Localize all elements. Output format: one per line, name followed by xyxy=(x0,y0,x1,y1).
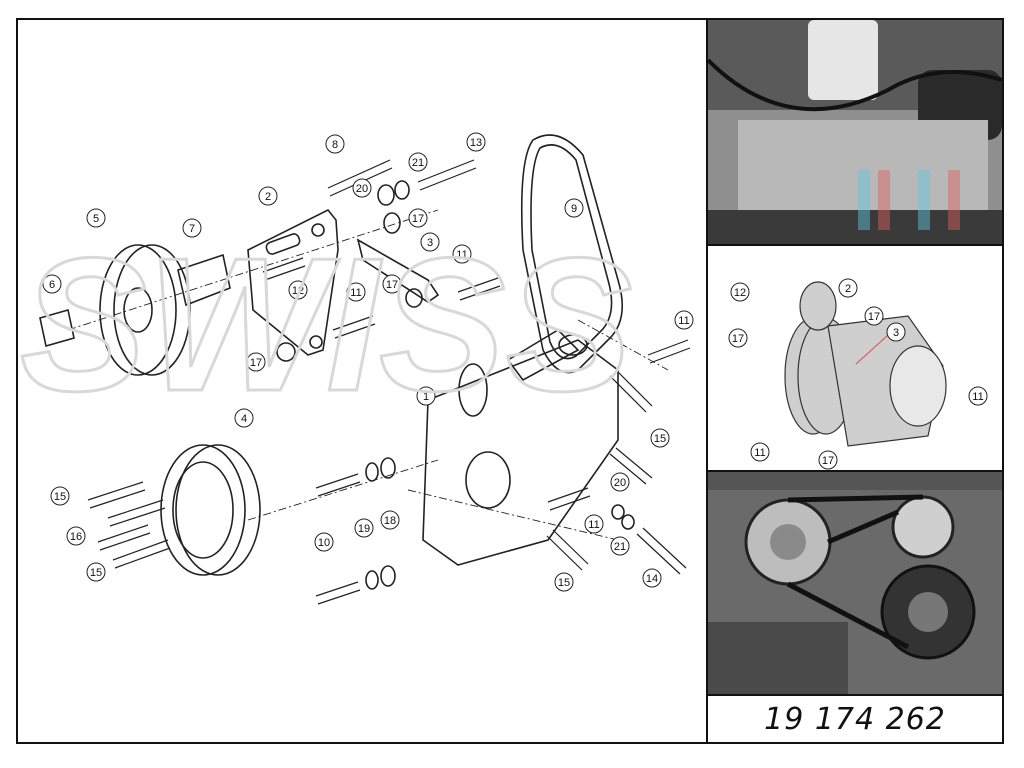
callout-12 xyxy=(288,280,308,300)
callout-label: 4 xyxy=(241,413,247,425)
photo-callout: 12 xyxy=(734,287,746,299)
photo-callout: 11 xyxy=(754,447,765,459)
callout-label: 11 xyxy=(350,287,361,299)
callout-label: 13 xyxy=(470,137,482,149)
callout-2 xyxy=(258,186,278,206)
callout-label: 7 xyxy=(189,223,195,235)
callout-13 xyxy=(466,132,486,152)
idler-pulley-part xyxy=(99,244,177,376)
callout-label: 15 xyxy=(54,491,66,503)
callout-21b xyxy=(610,536,630,556)
callout-15d xyxy=(554,572,574,592)
callout-label: 15 xyxy=(654,433,666,445)
callout-label: 11 xyxy=(588,519,599,531)
callout-label: 3 xyxy=(427,237,433,249)
callout-20a xyxy=(352,178,372,198)
exploded-diagram-panel: 1 2 3 4 5 6 7 8 9 10 11 11 11 11 12 13 1… xyxy=(18,20,708,742)
exploded-diagram: 1 2 3 4 5 6 7 8 9 10 11 11 11 11 12 13 1… xyxy=(39,132,694,605)
callout-10 xyxy=(314,532,334,552)
oil-filter-shape xyxy=(808,20,878,100)
belt-part xyxy=(520,134,624,374)
callout-label: 15 xyxy=(90,567,102,579)
upper-bracket-part xyxy=(247,208,339,356)
callout-11d xyxy=(584,514,604,534)
callout-8 xyxy=(325,134,345,154)
diagram-callouts xyxy=(42,132,694,592)
callout-label: 2 xyxy=(265,191,271,203)
callout-17a xyxy=(408,208,428,228)
callout-label: 17 xyxy=(250,357,262,369)
callout-15c xyxy=(86,562,106,582)
callout-label: 11 xyxy=(456,249,467,261)
callout-19 xyxy=(354,518,374,538)
photo-callout: 11 xyxy=(972,391,983,403)
crank-pulley-part xyxy=(160,444,246,576)
callout-label: 12 xyxy=(292,285,304,297)
callout-label: 11 xyxy=(678,315,689,327)
callout-label: 21 xyxy=(614,541,626,553)
callout-11a xyxy=(452,244,472,264)
document-code: 19 174 262 xyxy=(764,701,946,737)
callout-1 xyxy=(416,386,436,406)
drawing-frame: 1 2 3 4 5 6 7 8 9 10 11 11 11 11 12 13 1… xyxy=(16,18,1004,744)
photo-callout: 17 xyxy=(868,311,880,323)
callout-label: 10 xyxy=(318,537,330,549)
callout-label: 19 xyxy=(358,523,370,535)
callout-3 xyxy=(420,232,440,252)
callout-label: 21 xyxy=(412,157,424,169)
callout-label: 14 xyxy=(646,573,658,585)
callout-16 xyxy=(66,526,86,546)
callout-9 xyxy=(564,198,584,218)
callout-4 xyxy=(234,408,254,428)
callout-label: 20 xyxy=(614,477,626,489)
photo-callout: 17 xyxy=(732,333,744,345)
engine-photo xyxy=(708,20,1002,246)
callout-label: 17 xyxy=(386,279,398,291)
callout-label: 18 xyxy=(384,515,396,527)
link-part xyxy=(356,238,440,303)
callout-11b xyxy=(346,282,366,302)
callout-14 xyxy=(642,568,662,588)
callout-label: 9 xyxy=(571,203,577,215)
callout-20b xyxy=(610,472,630,492)
callout-label: 20 xyxy=(356,183,368,195)
callout-label: 5 xyxy=(93,213,99,225)
callout-17c xyxy=(246,352,266,372)
callout-18 xyxy=(380,510,400,530)
callout-15b xyxy=(50,486,70,506)
callout-label: 17 xyxy=(412,213,424,225)
compressor-detail: 12 2 17 3 17 11 11 17 xyxy=(708,246,1002,472)
callout-15a xyxy=(650,428,670,448)
callout-label: 6 xyxy=(49,279,55,291)
callout-7 xyxy=(182,218,202,238)
callout-label: 8 xyxy=(332,139,338,151)
document-code-box: 19 174 262 xyxy=(708,696,1002,742)
callout-label: 16 xyxy=(70,531,82,543)
photo-callout: 17 xyxy=(822,455,834,467)
callout-21a xyxy=(408,152,428,172)
callout-11c xyxy=(674,310,694,330)
belt-drive-photo xyxy=(708,472,1002,696)
callout-label: 1 xyxy=(423,391,429,403)
photo-callout: 2 xyxy=(845,283,851,295)
callout-17b xyxy=(382,274,402,294)
callout-label: 15 xyxy=(558,577,570,589)
callout-5 xyxy=(86,208,106,228)
callout-6 xyxy=(42,274,62,294)
photo-callout: 3 xyxy=(893,327,899,339)
